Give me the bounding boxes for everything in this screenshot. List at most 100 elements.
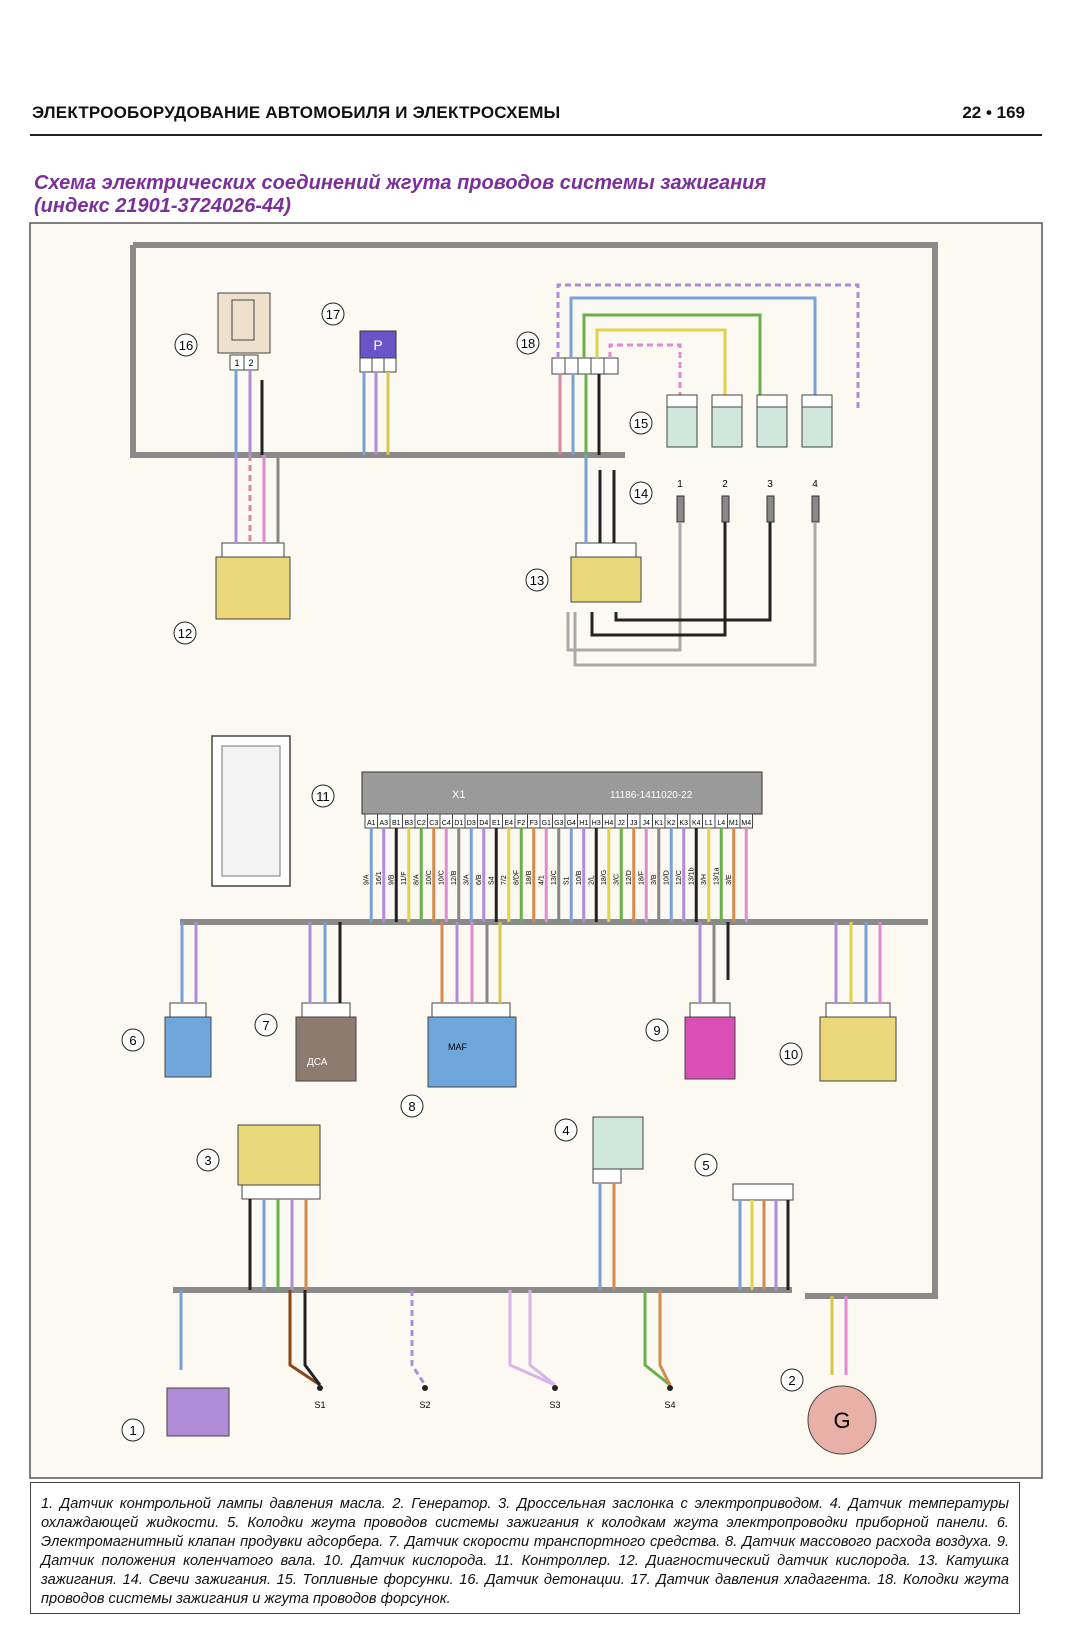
component-6-number: 6 <box>129 1033 136 1048</box>
ecu-wire-label: S4 <box>488 876 495 885</box>
legend-item-text: Диагностический датчик кислорода. <box>646 1553 919 1569</box>
component-13-number: 13 <box>530 573 544 588</box>
component-2-number: 2 <box>788 1373 795 1388</box>
component-10-number: 10 <box>784 1047 798 1062</box>
legend-item-number: 2. <box>392 1496 412 1512</box>
component-3-number: 3 <box>204 1153 211 1168</box>
component-13-ignition-coil: 13 <box>525 455 642 603</box>
component-5-connector-block: 5 <box>694 1153 794 1290</box>
diagram-panel <box>29 222 1043 1479</box>
ecu-pin-label: L1 <box>705 820 713 827</box>
component-11-number: 11 <box>316 789 330 804</box>
ecu-pin-label: M4 <box>741 820 751 827</box>
legend-item-number: 1. <box>41 1496 60 1512</box>
legend-item-text: Датчик детонации. <box>485 1572 631 1588</box>
splice-s2: S2 <box>419 1400 430 1410</box>
ecu-pin-label: D3 <box>467 820 476 827</box>
legend-item-text: Контроллер. <box>521 1553 619 1569</box>
component-8-number: 8 <box>408 1099 415 1114</box>
scheme-title-line-2: (индекс 21901-3724026-44) <box>34 195 291 217</box>
component-15-number: 15 <box>634 416 648 431</box>
legend-item-number: 16. <box>459 1572 486 1588</box>
header-divider <box>30 134 1042 136</box>
legend-item-number: 12. <box>618 1553 647 1569</box>
legend-item-number: 17. <box>630 1572 657 1588</box>
ecu-pin-label: E1 <box>492 820 501 827</box>
component-8-label: MAF <box>448 1042 468 1052</box>
ecu-wire-label: 4/1 <box>538 875 545 885</box>
component-17-label: P <box>373 337 382 353</box>
ecu-wire-label: 16/1 <box>376 871 383 885</box>
ecu-pin-label: H4 <box>604 820 613 827</box>
splice-s3: S3 <box>549 1400 560 1410</box>
scheme-title-line-1: Схема электрических соединений жгута про… <box>34 172 767 194</box>
ecu-pin-label: B1 <box>392 820 401 827</box>
legend-item-text: Датчик скорости транспортного средства. <box>405 1534 726 1550</box>
ecu-connector-label: X1 <box>452 789 465 801</box>
component-1-oil-pressure-sensor: 1 <box>121 1290 230 1442</box>
generator-letter: G <box>833 1408 850 1433</box>
ecu-pin-label: E4 <box>504 820 513 827</box>
ecu-wire-label: 10/B <box>576 870 583 885</box>
legend-item-number: 7. <box>388 1534 406 1550</box>
harness-trunk <box>130 242 938 1299</box>
component-17-number: 17 <box>326 307 340 322</box>
component-3-throttle: 3 <box>196 1124 321 1290</box>
legend-item-text: Генератор. <box>411 1496 499 1512</box>
ecu-wire-label: 13/C <box>551 870 558 885</box>
ecu-pin-label: G3 <box>554 820 563 827</box>
ecu-wire-label: 10/D <box>663 870 670 885</box>
legend-item-text: Дроссельная заслонка с электроприводом. <box>517 1496 830 1512</box>
component-18-connectors: 18 <box>516 283 860 455</box>
ecu-wire-label: 9/B <box>388 874 395 885</box>
component-9-crank-sensor: 9 <box>645 922 736 1080</box>
ecu-wire-label: 3/A <box>463 874 470 885</box>
ecu-pin-label: F2 <box>517 820 525 827</box>
legend-item-text: Датчик массового расхода воздуха. <box>742 1534 997 1550</box>
legend-item-number: 5. <box>227 1515 248 1531</box>
ecu-part-number: 11186-1411020-22 <box>610 790 693 801</box>
component-7-speed-sensor: ДСА 7 <box>254 922 357 1082</box>
legend: 1. Датчик контрольной лампы давления мас… <box>30 1482 1020 1614</box>
legend-item-text: Колодки жгута проводов системы зажигания… <box>41 1572 1010 1607</box>
legend-item-text: Колодки жгута проводов системы зажигания… <box>247 1515 997 1531</box>
ecu-pin-label: L4 <box>717 820 725 827</box>
spark-plug-number-3: 3 <box>767 479 773 490</box>
ecu-wire-label: S1 <box>563 876 570 885</box>
ecu-wire-label: 10/C <box>438 870 445 885</box>
component-11-controller: X1 11186-1411020-22 A19/AA316/1B19/BB311… <box>211 735 763 922</box>
ecu-wire-label: 8/A <box>413 874 420 885</box>
component-7-label: ДСА <box>307 1057 328 1068</box>
ecu-wire-label: 13/1b <box>688 867 695 885</box>
ecu-pin-label: G1 <box>542 820 551 827</box>
legend-item-text: Датчик контрольной лампы давления масла. <box>59 1496 393 1512</box>
ecu-wire-label: 18/F <box>638 871 645 885</box>
ecu-pin-label: C4 <box>442 820 451 827</box>
splice-s1: S1 <box>314 1400 325 1410</box>
splice-nodes: S1 S2 S3 S4 <box>288 1290 676 1410</box>
legend-item-number: 3. <box>498 1496 518 1512</box>
component-9-number: 9 <box>653 1023 660 1038</box>
component-4-number: 4 <box>562 1123 569 1138</box>
legend-item-number: 10. <box>323 1553 352 1569</box>
legend-item-number: 13. <box>918 1553 947 1569</box>
legend-item-text: Датчик положения коленчатого вала. <box>41 1553 324 1569</box>
ecu-wire-label: 11/F <box>401 872 408 886</box>
ecu-pin-label: K1 <box>654 820 663 827</box>
legend-item-text: Датчик кислорода. <box>351 1553 495 1569</box>
ecu-pin-label: J2 <box>618 820 626 827</box>
ecu-wire-label: 13/1a <box>713 867 720 885</box>
legend-item-number: 11. <box>494 1553 522 1569</box>
component-14-number: 14 <box>634 486 648 501</box>
page-number: 22 • 169 <box>962 103 1025 122</box>
legend-item-number: 9. <box>996 1534 1010 1550</box>
legend-item-text: Топливные форсунки. <box>302 1572 460 1588</box>
running-header-title: ЭЛЕКТРООБОРУДОВАНИЕ АВТОМОБИЛЯ И ЭЛЕКТРО… <box>32 103 561 122</box>
ecu-wire-label: 6/B <box>476 874 483 885</box>
ecu-pin-label: H3 <box>592 820 601 827</box>
ecu-wire-label: 12/D <box>626 870 633 885</box>
ecu-pin-label: C2 <box>417 820 426 827</box>
ecu-wire-label: 3/E <box>726 874 733 885</box>
ecu-pin-row: A19/AA316/1B19/BB311/FC28/AC310/CC410/CD… <box>363 813 753 922</box>
